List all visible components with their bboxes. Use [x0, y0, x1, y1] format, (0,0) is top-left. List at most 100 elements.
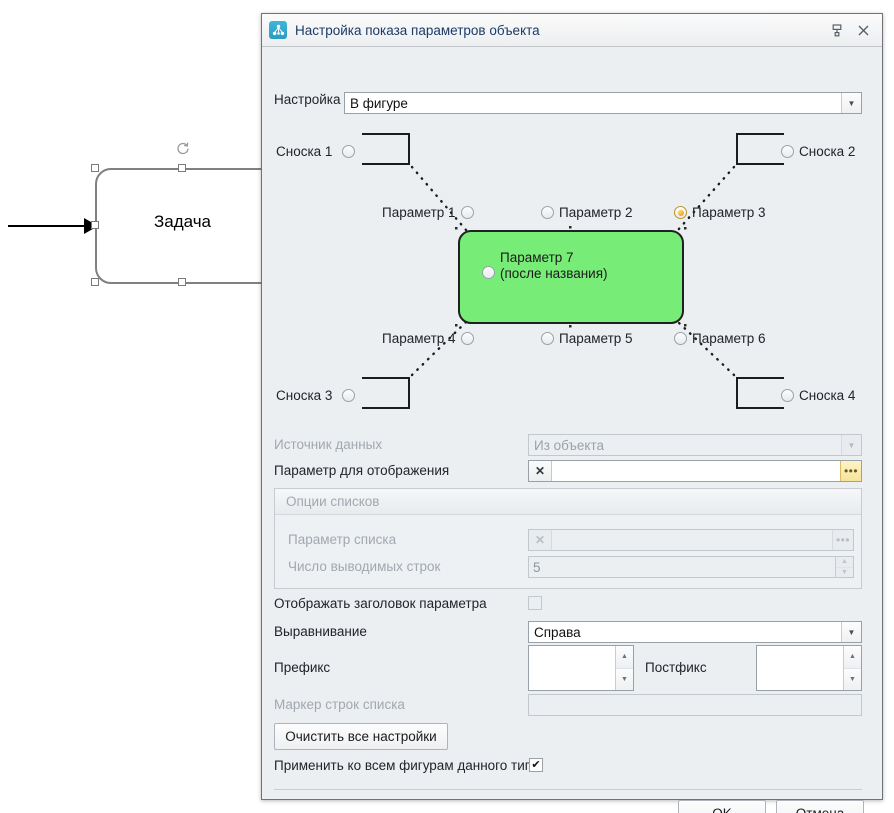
callout-1-radio[interactable] [342, 145, 355, 158]
prefix-field[interactable]: ▲ ▼ [528, 645, 634, 691]
callout-2-radio[interactable] [781, 145, 794, 158]
chevron-down-icon[interactable]: ▼ [841, 622, 861, 642]
settings-combobox-value: В фигуре [350, 95, 408, 111]
param-7-radio[interactable] [482, 266, 495, 279]
callout-bracket-line [362, 377, 410, 379]
selection-handle[interactable] [178, 278, 186, 286]
close-button[interactable] [850, 19, 876, 41]
show-param-title-checkbox[interactable] [528, 596, 542, 610]
row-count-value: 5 [533, 559, 541, 575]
caret-down-icon[interactable]: ▼ [844, 667, 861, 690]
row-count-spin-buttons: ▲ ▼ [835, 557, 853, 577]
selection-handle[interactable] [91, 164, 99, 172]
rotate-icon[interactable] [172, 140, 192, 160]
param-7-label-line1: Параметр 7 [500, 250, 574, 265]
param-5-label: Параметр 5 [559, 331, 633, 346]
callout-bracket-line [362, 163, 410, 165]
apply-all-checkbox[interactable]: ✔ [529, 758, 543, 772]
preview-shape[interactable] [458, 230, 684, 324]
footer-divider [274, 789, 862, 790]
callout-3-bracket [362, 377, 410, 409]
param-1-label: Параметр 1 [382, 205, 456, 220]
x-icon: ✕ [529, 530, 552, 550]
param-6-radio[interactable] [674, 332, 687, 345]
cancel-button[interactable]: Отмена [776, 800, 864, 813]
caret-up-icon[interactable]: ▲ [616, 646, 633, 668]
alignment-combobox[interactable]: Справа ▼ [528, 621, 862, 643]
param-4-label: Параметр 4 [382, 331, 456, 346]
postfix-value[interactable] [757, 646, 843, 690]
ok-button[interactable]: OK [678, 800, 766, 813]
callout-bracket-line [362, 407, 410, 409]
ellipsis-icon[interactable]: ••• [840, 461, 861, 481]
caret-down-icon[interactable]: ▼ [616, 667, 633, 690]
selection-handle[interactable] [178, 164, 186, 172]
dialog-body: Настройка В фигуре ▼ Сноска 1 [262, 47, 882, 813]
list-param-label: Параметр списка [288, 532, 397, 547]
param-7-label-line2: (после названия) [500, 266, 608, 281]
postfix-field[interactable]: ▲ ▼ [756, 645, 862, 691]
callout-bracket-line [736, 377, 784, 379]
display-param-field[interactable]: ✕ ••• [528, 460, 862, 482]
caret-down-icon: ▼ [836, 566, 853, 577]
param-2-radio[interactable] [541, 206, 554, 219]
incoming-connector-line [8, 225, 88, 227]
display-param-value[interactable] [552, 461, 840, 481]
x-icon[interactable]: ✕ [529, 461, 552, 481]
dialog-title: Настройка показа параметров объекта [295, 22, 540, 38]
row-count-spinner: 5 ▲ ▼ [528, 556, 854, 578]
param-5-radio[interactable] [541, 332, 554, 345]
dialog-titlebar[interactable]: Настройка показа параметров объекта [262, 14, 882, 47]
callout-3-radio[interactable] [342, 389, 355, 402]
callout-3-label: Сноска 3 [276, 388, 333, 403]
callout-4-bracket [736, 377, 784, 409]
postfix-label: Постфикс [645, 660, 707, 675]
callout-4-radio[interactable] [781, 389, 794, 402]
postfix-spin-buttons[interactable]: ▲ ▼ [843, 646, 861, 690]
param-3-radio[interactable] [674, 206, 687, 219]
prefix-value[interactable] [529, 646, 615, 690]
layout-preview: Сноска 1 Сноска 2 Сноска 3 [270, 122, 874, 422]
row-count-label: Число выводимых строк [288, 559, 441, 574]
settings-dialog: Настройка показа параметров объекта Наст… [261, 13, 883, 813]
callout-2-label: Сноска 2 [799, 144, 856, 159]
prefix-spin-buttons[interactable]: ▲ ▼ [615, 646, 633, 690]
alignment-value: Справа [534, 624, 581, 640]
param-2-label: Параметр 2 [559, 205, 633, 220]
caret-up-icon[interactable]: ▲ [844, 646, 861, 668]
selection-handle[interactable] [91, 221, 99, 229]
settings-label: Настройка [274, 92, 341, 107]
settings-row: Настройка [274, 92, 340, 107]
callout-1-bracket [362, 133, 410, 165]
shape-selection-marks [455, 226, 687, 328]
param-3-label: Параметр 3 [692, 205, 766, 220]
param-6-label: Параметр 6 [692, 331, 766, 346]
leader-lines [410, 165, 736, 377]
caret-up-icon: ▲ [836, 557, 853, 567]
callout-bracket-line [408, 133, 410, 165]
callout-bracket-line [736, 163, 784, 165]
chevron-down-icon[interactable]: ▼ [841, 93, 861, 113]
list-param-field: ✕ ••• [528, 529, 854, 551]
clear-all-button[interactable]: Очистить все настройки [274, 723, 448, 750]
network-nodes-icon [269, 21, 287, 39]
display-param-label: Параметр для отображения [274, 463, 450, 478]
ellipsis-icon: ••• [832, 530, 853, 550]
task-shape[interactable] [95, 168, 285, 284]
list-marker-label: Маркер строк списка [274, 697, 405, 712]
list-param-value [552, 530, 832, 550]
callout-bracket-line [362, 133, 410, 135]
param-7-label: Параметр 7 (после названия) [500, 250, 608, 282]
show-param-title-label: Отображать заголовок параметра [274, 596, 487, 611]
callout-bracket-line [736, 133, 784, 135]
list-options-title: Опции списков [275, 489, 861, 515]
chevron-down-icon: ▼ [841, 435, 861, 455]
callout-1-label: Сноска 1 [276, 144, 333, 159]
callout-2-bracket [736, 133, 784, 165]
pin-button[interactable] [824, 19, 850, 41]
settings-combobox[interactable]: В фигуре ▼ [344, 92, 862, 114]
selection-handle[interactable] [91, 278, 99, 286]
callout-bracket-line [408, 377, 410, 409]
param-1-radio[interactable] [461, 206, 474, 219]
param-4-radio[interactable] [461, 332, 474, 345]
